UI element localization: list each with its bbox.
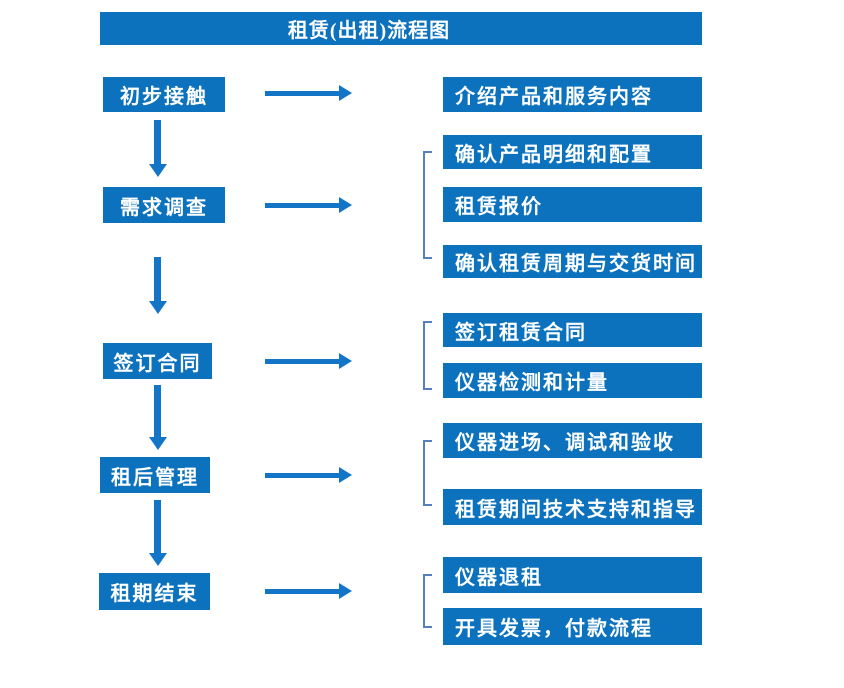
- group-bracket: [423, 321, 432, 390]
- down-arrow-icon: [149, 500, 167, 566]
- group-bracket: [423, 574, 432, 628]
- stage-box-initial-contact: 初步接触: [103, 77, 225, 112]
- arrow-shaft: [154, 385, 161, 438]
- down-arrow-icon: [149, 257, 167, 314]
- stage-box-sign-contract: 签订合同: [103, 343, 212, 379]
- arrow-shaft: [154, 500, 161, 554]
- stage-box-post-rental-management: 租后管理: [100, 457, 210, 493]
- right-arrow-icon: [265, 85, 352, 101]
- arrow-head: [339, 353, 352, 369]
- output-box-instrument-testing: 仪器检测和计量: [443, 363, 702, 398]
- output-box-technical-support: 租赁期间技术支持和指导: [443, 489, 702, 525]
- arrow-shaft: [265, 473, 340, 478]
- arrow-head: [149, 164, 167, 177]
- output-box-invoice-payment: 开具发票，付款流程: [443, 608, 702, 645]
- stage-box-demand-survey: 需求调查: [103, 187, 225, 223]
- arrow-shaft: [265, 91, 340, 96]
- output-box-rental-quotation: 租赁报价: [443, 187, 702, 222]
- output-box-sign-rental-contract: 签订租赁合同: [443, 313, 702, 347]
- output-box-instrument-setup: 仪器进场、调试和验收: [443, 423, 702, 458]
- group-bracket: [423, 151, 432, 259]
- arrow-head: [149, 301, 167, 314]
- arrow-shaft: [154, 120, 161, 165]
- arrow-head: [149, 437, 167, 450]
- down-arrow-icon: [149, 120, 167, 177]
- output-box-instrument-return: 仪器退租: [443, 557, 702, 593]
- right-arrow-icon: [265, 583, 352, 599]
- arrow-shaft: [265, 203, 340, 208]
- arrow-head: [339, 583, 352, 599]
- arrow-shaft: [154, 257, 161, 302]
- arrow-head: [149, 553, 167, 566]
- flowchart-title: 租赁(出租)流程图: [100, 12, 702, 45]
- arrow-shaft: [265, 589, 340, 594]
- right-arrow-icon: [265, 467, 352, 483]
- output-box-confirm-rental-period: 确认租赁周期与交货时间: [443, 245, 702, 278]
- arrow-shaft: [265, 359, 340, 364]
- arrow-head: [339, 467, 352, 483]
- arrow-head: [339, 197, 352, 213]
- stage-box-rental-end: 租期结束: [99, 573, 210, 610]
- group-bracket: [423, 440, 432, 506]
- right-arrow-icon: [265, 353, 352, 369]
- down-arrow-icon: [149, 385, 167, 450]
- arrow-head: [339, 85, 352, 101]
- output-box-confirm-product-details: 确认产品明细和配置: [443, 135, 702, 169]
- right-arrow-icon: [265, 197, 352, 213]
- output-box-introduce-products: 介绍产品和服务内容: [443, 77, 702, 112]
